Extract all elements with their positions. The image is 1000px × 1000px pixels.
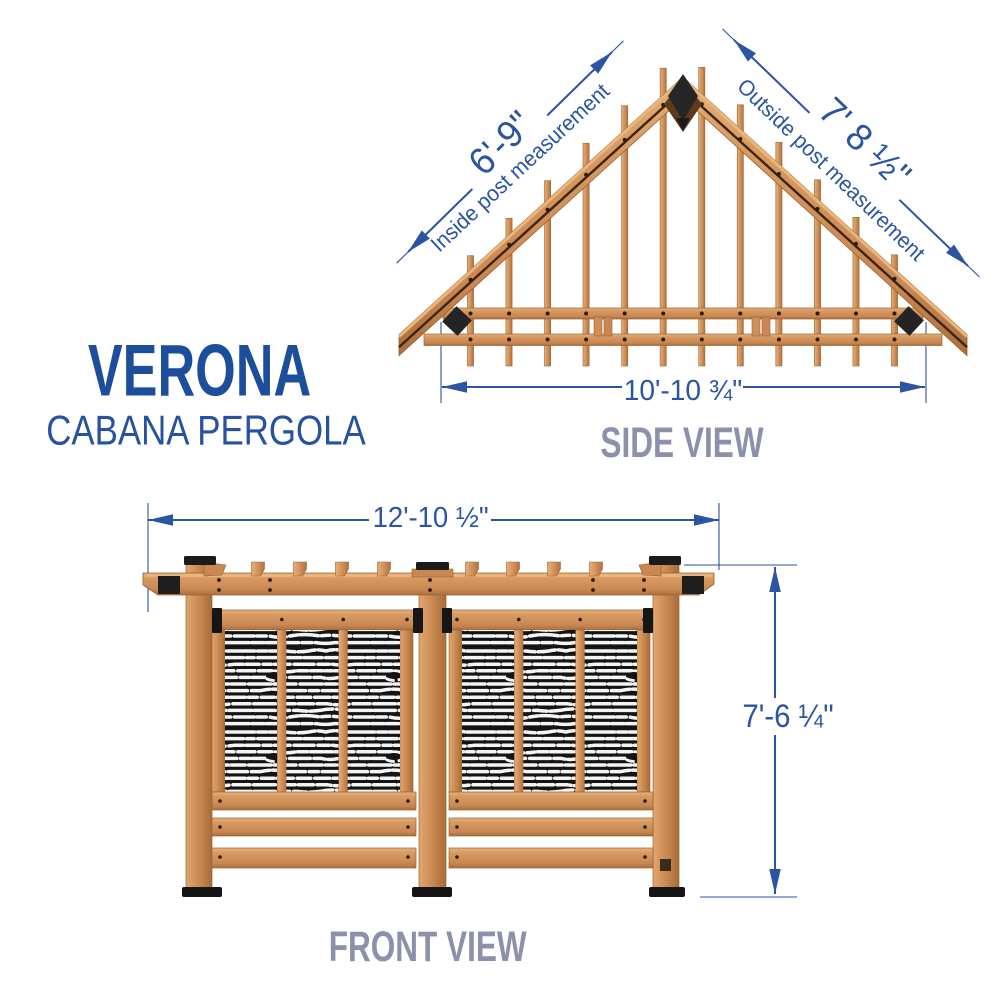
svg-text:CABANA PERGOLA: CABANA PERGOLA (46, 408, 366, 455)
svg-text:VERONA: VERONA (88, 331, 311, 412)
svg-text:SIDE VIEW: SIDE VIEW (600, 418, 764, 466)
svg-text:7'-6 ¼": 7'-6 ¼" (742, 698, 833, 734)
svg-text:FRONT VIEW: FRONT VIEW (329, 922, 527, 970)
svg-text:12'-10 ½": 12'-10 ½" (373, 500, 489, 533)
svg-text:10'-10 ¾": 10'-10 ¾" (624, 375, 742, 407)
